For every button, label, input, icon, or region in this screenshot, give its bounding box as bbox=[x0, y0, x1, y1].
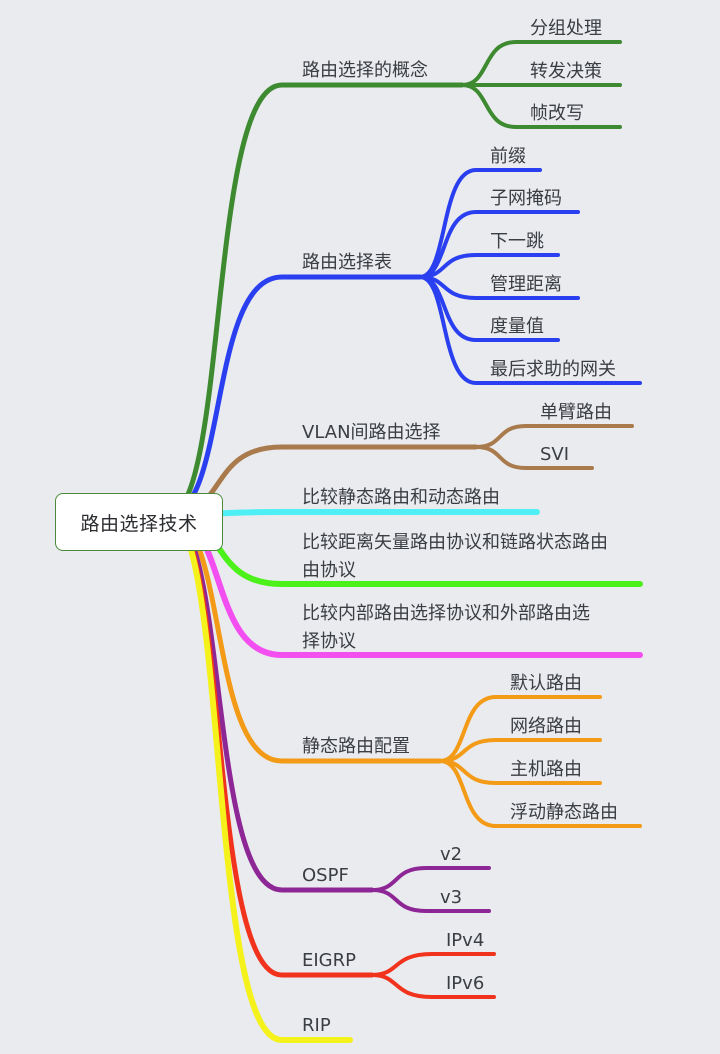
branch-0-child-0-label[interactable]: 分组处理 bbox=[530, 18, 602, 39]
branch-0-connector bbox=[165, 82, 465, 518]
branch-6-child-3-label[interactable]: 浮动静态路由 bbox=[510, 802, 618, 823]
branch-1-child-4-label[interactable]: 度量值 bbox=[490, 316, 544, 337]
branch-6-child-0-connector bbox=[438, 695, 602, 763]
branch-1-child-2-label[interactable]: 下一跳 bbox=[490, 231, 544, 252]
branch-1-child-1-connector bbox=[418, 210, 580, 279]
branch-7-child-1-label[interactable]: v3 bbox=[440, 887, 462, 908]
branch-6-child-2-label[interactable]: 主机路由 bbox=[510, 759, 582, 780]
root-node[interactable]: 路由选择技术 bbox=[55, 493, 223, 551]
branch-8-child-1-connector bbox=[370, 973, 496, 999]
branch-6-label[interactable]: 静态路由配置 bbox=[302, 736, 410, 757]
branch-6-child-1-label[interactable]: 网络路由 bbox=[510, 716, 582, 737]
branch-7-child-1-connector bbox=[370, 888, 491, 913]
branch-1-label[interactable]: 路由选择表 bbox=[302, 252, 392, 273]
branch-6-child-0-label[interactable]: 默认路由 bbox=[510, 673, 582, 694]
branch-6-child-3-connector bbox=[438, 759, 642, 828]
branch-4-label[interactable]: 比较距离矢量路由协议和链路状态路由 bbox=[302, 532, 608, 553]
branch-7-child-0-connector bbox=[370, 866, 491, 892]
branch-1-child-1-label[interactable]: 子网掩码 bbox=[490, 188, 562, 209]
branch-2-child-0-label[interactable]: 单臂路由 bbox=[540, 402, 612, 423]
branch-5-label-line2[interactable]: 择协议 bbox=[302, 631, 356, 652]
branch-6-child-1-connector bbox=[438, 738, 602, 763]
branch-1-connector bbox=[165, 274, 423, 518]
branch-1-child-3-label[interactable]: 管理距离 bbox=[490, 274, 562, 295]
branch-0-child-2-label[interactable]: 帧改写 bbox=[530, 103, 584, 124]
branch-2-child-1-connector bbox=[474, 445, 594, 470]
branch-4-label-line2[interactable]: 由协议 bbox=[302, 560, 356, 581]
branch-0-child-2-connector bbox=[460, 83, 622, 129]
branch-8-label[interactable]: EIGRP bbox=[302, 950, 356, 971]
branch-8-child-0-label[interactable]: IPv4 bbox=[446, 930, 484, 951]
branch-2-child-1-label[interactable]: SVI bbox=[540, 444, 569, 465]
branch-7-label[interactable]: OSPF bbox=[302, 865, 349, 886]
root-node-label: 路由选择技术 bbox=[80, 512, 198, 535]
branch-1-child-5-connector bbox=[418, 275, 642, 385]
branch-3-connector bbox=[165, 509, 540, 518]
branch-2-label[interactable]: VLAN间路由选择 bbox=[302, 422, 441, 443]
branch-5-label[interactable]: 比较内部路由选择协议和外部路由选 bbox=[302, 603, 590, 624]
branch-1-child-0-label[interactable]: 前缀 bbox=[490, 146, 526, 167]
branch-8-child-0-connector bbox=[370, 952, 496, 977]
branch-3-label[interactable]: 比较静态路由和动态路由 bbox=[302, 487, 500, 508]
branch-7-child-0-label[interactable]: v2 bbox=[440, 844, 462, 865]
branch-0-child-1-label[interactable]: 转发决策 bbox=[530, 61, 602, 82]
branch-8-child-1-label[interactable]: IPv6 bbox=[446, 973, 484, 994]
branch-0-label[interactable]: 路由选择的概念 bbox=[302, 59, 428, 81]
branch-9-label[interactable]: RIP bbox=[302, 1015, 331, 1036]
branch-1-child-5-label[interactable]: 最后求助的网关 bbox=[490, 359, 616, 380]
